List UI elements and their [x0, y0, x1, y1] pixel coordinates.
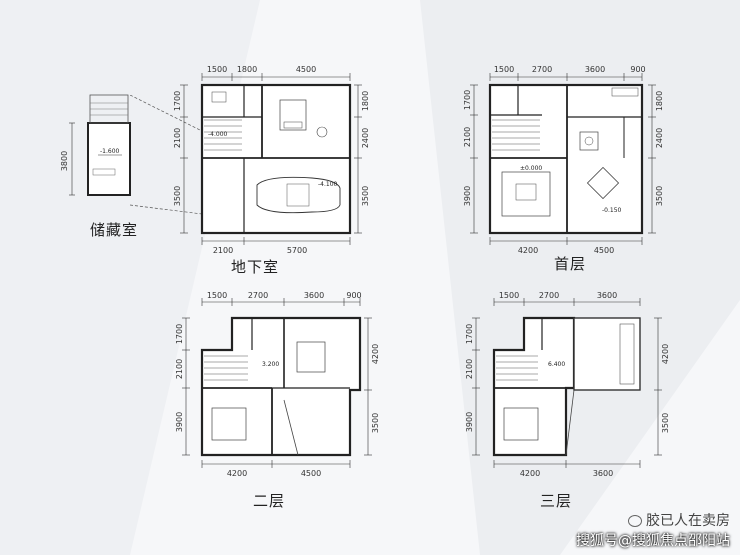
second-bottom-dim-2: 4500 — [301, 469, 321, 478]
first-left-dim-1: 1700 — [463, 90, 472, 110]
storage-dim: 3800 — [60, 151, 69, 171]
watermark-account: 胶已人在卖房 — [628, 510, 730, 530]
basement-bottom-dim-2: 5700 — [287, 246, 307, 255]
basement-top-dim-2: 1800 — [237, 65, 257, 74]
watermark-line1: 胶已人在卖房 — [646, 513, 730, 529]
basement-left-dim-3: 3500 — [173, 186, 182, 206]
third-bottom-dim-1: 4200 — [520, 469, 540, 478]
third-left-dim-1: 1700 — [465, 324, 474, 344]
first-right-dim-1: 1800 — [655, 91, 664, 111]
second-top-dim-2: 2700 — [248, 291, 268, 300]
basement-level-2: -4.100 — [318, 181, 338, 188]
caption-second: 二层 — [253, 492, 286, 510]
first-right-dim-3: 3500 — [655, 186, 664, 206]
basement-left-dim-2: 2100 — [173, 128, 182, 148]
second-left-dim-3: 3900 — [175, 412, 184, 432]
first-bottom-dim-2: 4500 — [594, 246, 614, 255]
basement-bottom-dim-1: 2100 — [213, 246, 233, 255]
basement-left-dim-1: 1700 — [173, 91, 182, 111]
first-bottom-dim-1: 4200 — [518, 246, 538, 255]
third-bottom-dim-2: 3600 — [593, 469, 613, 478]
first-level-1: ±0.000 — [520, 165, 542, 172]
second-floor-plan: 1500 2700 3600 900 1700 2100 3900 4200 3… — [172, 290, 387, 482]
third-left-dim-2: 2100 — [465, 359, 474, 379]
caption-third: 三层 — [540, 492, 573, 510]
third-right-dim-1: 4200 — [661, 344, 670, 364]
second-bottom-dim-1: 4200 — [227, 469, 247, 478]
storage-room-plan: 3800 -1.600 — [60, 85, 150, 215]
second-right-dim-1: 4200 — [371, 344, 380, 364]
second-left-dim-2: 2100 — [175, 359, 184, 379]
first-top-dim-1: 1500 — [494, 65, 514, 74]
basement-level-1: -4.000 — [208, 131, 228, 138]
basement-right-dim-1: 1800 — [361, 91, 370, 111]
third-floor-plan: 1500 2700 3600 1700 2100 3900 4200 3500 — [462, 290, 677, 482]
third-top-dim-1: 1500 — [499, 291, 519, 300]
third-right-dim-2: 3500 — [661, 413, 670, 433]
second-top-dim-3: 3600 — [304, 291, 324, 300]
second-top-dim-4: 900 — [346, 291, 361, 300]
basement-top-dim-1: 1500 — [207, 65, 227, 74]
first-level-2: -0.150 — [602, 207, 622, 214]
second-left-dim-1: 1700 — [175, 324, 184, 344]
wechat-icon — [628, 515, 642, 527]
first-left-dim-3: 3900 — [463, 186, 472, 206]
storage-level: -1.600 — [100, 148, 120, 155]
third-level-1: 6.400 — [548, 361, 565, 368]
third-top-dim-2: 2700 — [539, 291, 559, 300]
first-left-dim-2: 2100 — [463, 127, 472, 147]
caption-first: 首层 — [554, 255, 587, 273]
second-top-dim-1: 1500 — [207, 291, 227, 300]
basement-right-dim-3: 3500 — [361, 186, 370, 206]
second-right-dim-2: 3500 — [371, 413, 380, 433]
basement-right-dim-2: 2400 — [361, 128, 370, 148]
caption-storage: 储藏室 — [90, 221, 139, 239]
basement-plan: 1500 1800 4500 1700 2100 3500 1800 2400 … — [172, 60, 370, 255]
basement-top-dim-3: 4500 — [296, 65, 316, 74]
watermark-source: 搜狐号@搜狐焦点邵阳站 — [576, 533, 730, 549]
first-top-dim-4: 900 — [630, 65, 645, 74]
third-left-dim-3: 3900 — [465, 412, 474, 432]
third-top-dim-3: 3600 — [597, 291, 617, 300]
first-top-dim-3: 3600 — [585, 65, 605, 74]
first-floor-plan: 1500 2700 3600 900 1700 2100 3900 1800 2… — [462, 60, 672, 255]
storage-connector-lines — [130, 95, 211, 216]
first-right-dim-2: 2400 — [655, 128, 664, 148]
caption-basement: 地下室 — [231, 258, 280, 276]
first-top-dim-2: 2700 — [532, 65, 552, 74]
second-level-1: 3.200 — [262, 361, 279, 368]
